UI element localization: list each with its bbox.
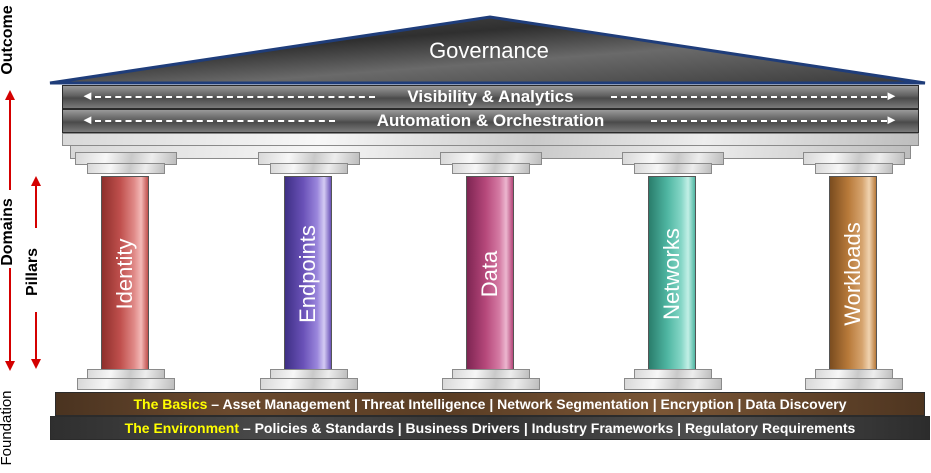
right-arrow-icon: ► [885,112,898,127]
pillar-label: Identity [112,238,137,309]
pillar-label: Endpoints [295,224,320,323]
pillar-label: Networks [659,227,684,320]
pillar-endpoints: Endpoints [258,152,360,390]
pillar-label: Workloads [840,221,865,326]
foundation-label: Foundation [0,390,15,466]
roof-title: Governance [429,38,549,63]
pillars-range-arrow [31,176,41,369]
pillar-shaft: Endpoints [284,176,332,371]
basics-label: The Basics [133,396,208,412]
foundation-basics-band: The Basics – Asset Management | Threat I… [55,392,925,416]
environment-text: – Policies & Standards | Business Driver… [239,420,856,436]
pillar-shaft: Identity [101,176,149,371]
pillar-shaft: Networks [648,176,696,371]
automation-orchestration-band: ◄ Automation & Orchestration ► [62,109,919,133]
right-arrow-icon: ► [885,88,898,103]
basics-text: – Asset Management | Threat Intelligence… [207,396,847,412]
pillar-data: Data [440,152,542,390]
domains-range-arrow [5,90,15,371]
pillar-identity: Identity [75,152,177,390]
pillar-shaft: Data [466,176,514,371]
left-arrow-icon: ◄ [81,88,94,103]
automation-orchestration-label: Automation & Orchestration [376,111,605,130]
roof-pediment [49,15,926,85]
pillar-shaft: Workloads [829,176,877,371]
pillar-label: Data [477,250,502,297]
foundation-environment-band: The Environment – Policies & Standards |… [50,416,930,440]
left-arrow-icon: ◄ [81,112,94,127]
visibility-analytics-label: Visibility & Analytics [407,87,574,106]
outcome-label: Outcome [0,5,16,75]
visibility-analytics-band: ◄ Visibility & Analytics ► [62,85,919,109]
pillar-networks: Networks [622,152,724,390]
pillar-workloads: Workloads [803,152,905,390]
environment-label: The Environment [124,420,240,436]
